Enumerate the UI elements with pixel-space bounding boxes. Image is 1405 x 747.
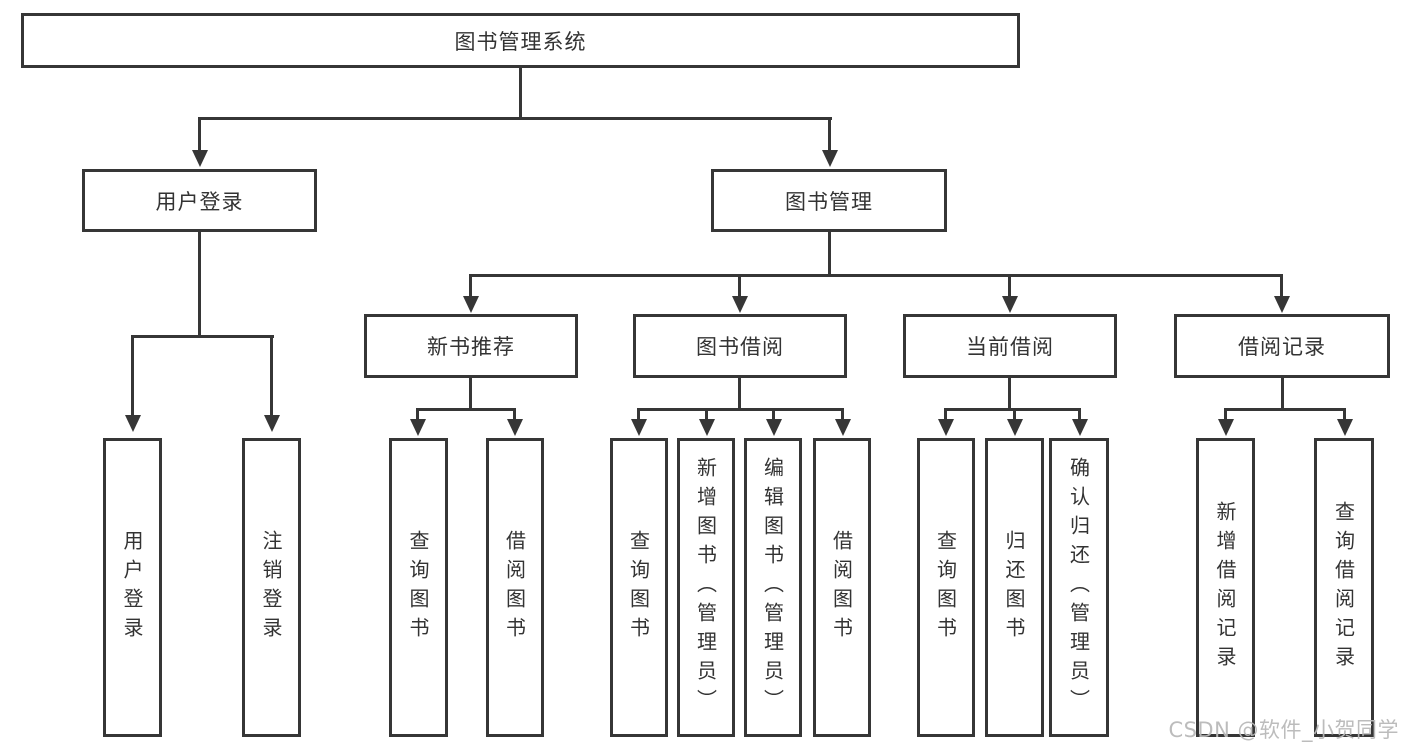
- arrowhead: [835, 419, 851, 436]
- connector-line: [198, 232, 201, 338]
- arrowhead: [410, 419, 426, 436]
- node-current-borrow-label: 当前借阅: [966, 335, 1054, 359]
- connector-line: [469, 274, 472, 298]
- connector-line: [1224, 408, 1346, 411]
- connector-line: [1343, 408, 1346, 420]
- connector-line: [469, 378, 472, 411]
- node-current-borrow: 当前借阅: [903, 314, 1117, 378]
- leaf-borrow-query-label: 查询图书: [626, 529, 651, 646]
- leaf-borrow-borrow: 借阅图书: [813, 438, 871, 737]
- arrowhead: [463, 296, 479, 313]
- connector-line: [519, 68, 522, 120]
- connector-line: [513, 408, 516, 420]
- connector-line: [944, 408, 947, 420]
- arrowhead: [1218, 419, 1234, 436]
- leaf-newbook-query: 查询图书: [389, 438, 448, 737]
- arrowhead: [264, 415, 280, 432]
- node-book-borrow-label: 图书借阅: [696, 335, 784, 359]
- leaf-user-login: 用户登录: [103, 438, 162, 737]
- node-book-borrow: 图书借阅: [633, 314, 847, 378]
- node-borrow-records-label: 借阅记录: [1238, 335, 1326, 359]
- connector-line: [416, 408, 516, 411]
- connector-line: [1224, 408, 1227, 420]
- leaf-records-add-label: 新增借阅记录: [1213, 500, 1237, 675]
- arrowhead: [766, 419, 782, 436]
- arrowhead: [732, 296, 748, 313]
- connector-line: [1008, 274, 1011, 298]
- leaf-borrow-borrow-label: 借阅图书: [829, 529, 854, 646]
- arrowhead: [1072, 419, 1088, 436]
- leaf-records-query: 查询借阅记录: [1314, 438, 1374, 737]
- node-user-login: 用户登录: [82, 169, 317, 232]
- node-user-login-label: 用户登录: [155, 189, 244, 214]
- leaf-records-query-label: 查询借阅记录: [1331, 500, 1356, 675]
- connector-line: [637, 408, 640, 420]
- connector-line: [270, 335, 273, 417]
- connector-line: [1013, 408, 1016, 420]
- leaf-newbook-borrow: 借阅图书: [486, 438, 544, 737]
- connector-line: [828, 117, 831, 152]
- node-borrow-records: 借阅记录: [1174, 314, 1390, 378]
- leaf-records-add: 新增借阅记录: [1196, 438, 1255, 737]
- arrowhead: [507, 419, 523, 436]
- watermark: CSDN @软件_小贺同学: [1168, 718, 1399, 742]
- connector-line: [772, 408, 775, 420]
- connector-line: [1280, 274, 1283, 298]
- leaf-logout-label: 注销登录: [259, 529, 283, 646]
- connector-line: [738, 378, 741, 411]
- connector-line: [828, 232, 831, 277]
- connector-line: [705, 408, 708, 420]
- leaf-current-confirm-admin-label: 确认归还（管理员）: [1066, 457, 1091, 718]
- connector-line: [1281, 378, 1284, 411]
- arrowhead: [1007, 419, 1023, 436]
- arrowhead: [1274, 296, 1290, 313]
- connector-line: [738, 274, 741, 298]
- arrowhead: [125, 415, 141, 432]
- connector-line: [944, 408, 1081, 411]
- node-book-management: 图书管理: [711, 169, 947, 232]
- connector-line: [131, 335, 274, 338]
- leaf-newbook-borrow-label: 借阅图书: [502, 529, 527, 646]
- arrowhead: [1002, 296, 1018, 313]
- leaf-current-return-label: 归还图书: [1002, 529, 1026, 646]
- arrowhead: [822, 150, 838, 167]
- leaf-borrow-edit-admin-label: 编辑图书（管理员）: [760, 457, 785, 718]
- connector-line: [416, 408, 419, 420]
- node-new-book-recommend-label: 新书推荐: [427, 335, 515, 359]
- leaf-current-query: 查询图书: [917, 438, 975, 737]
- arrowhead: [631, 419, 647, 436]
- node-new-book-recommend: 新书推荐: [364, 314, 578, 378]
- leaf-borrow-query: 查询图书: [610, 438, 668, 737]
- arrowhead: [699, 419, 715, 436]
- connector-line: [1078, 408, 1081, 420]
- leaf-user-login-label: 用户登录: [120, 529, 144, 646]
- leaf-borrow-add-admin-label: 新增图书（管理员）: [693, 457, 718, 718]
- leaf-current-query-label: 查询图书: [933, 529, 958, 646]
- connector-line: [131, 335, 134, 417]
- arrowhead: [1337, 419, 1353, 436]
- node-book-management-label: 图书管理: [785, 189, 873, 214]
- leaf-current-return: 归还图书: [985, 438, 1044, 737]
- connector-line: [637, 408, 844, 411]
- node-root: 图书管理系统: [21, 13, 1020, 68]
- arrowhead: [938, 419, 954, 436]
- leaf-borrow-edit-admin: 编辑图书（管理员）: [744, 438, 802, 737]
- leaf-current-confirm-admin: 确认归还（管理员）: [1049, 438, 1109, 737]
- node-root-label: 图书管理系统: [454, 29, 587, 54]
- connector-line: [1008, 378, 1011, 411]
- connector-line: [198, 117, 832, 120]
- leaf-borrow-add-admin: 新增图书（管理员）: [677, 438, 735, 737]
- arrowhead: [192, 150, 208, 167]
- leaf-newbook-query-label: 查询图书: [406, 529, 430, 646]
- leaf-logout: 注销登录: [242, 438, 301, 737]
- connector-line: [841, 408, 844, 420]
- connector-line: [198, 117, 201, 152]
- connector-line: [469, 274, 1283, 277]
